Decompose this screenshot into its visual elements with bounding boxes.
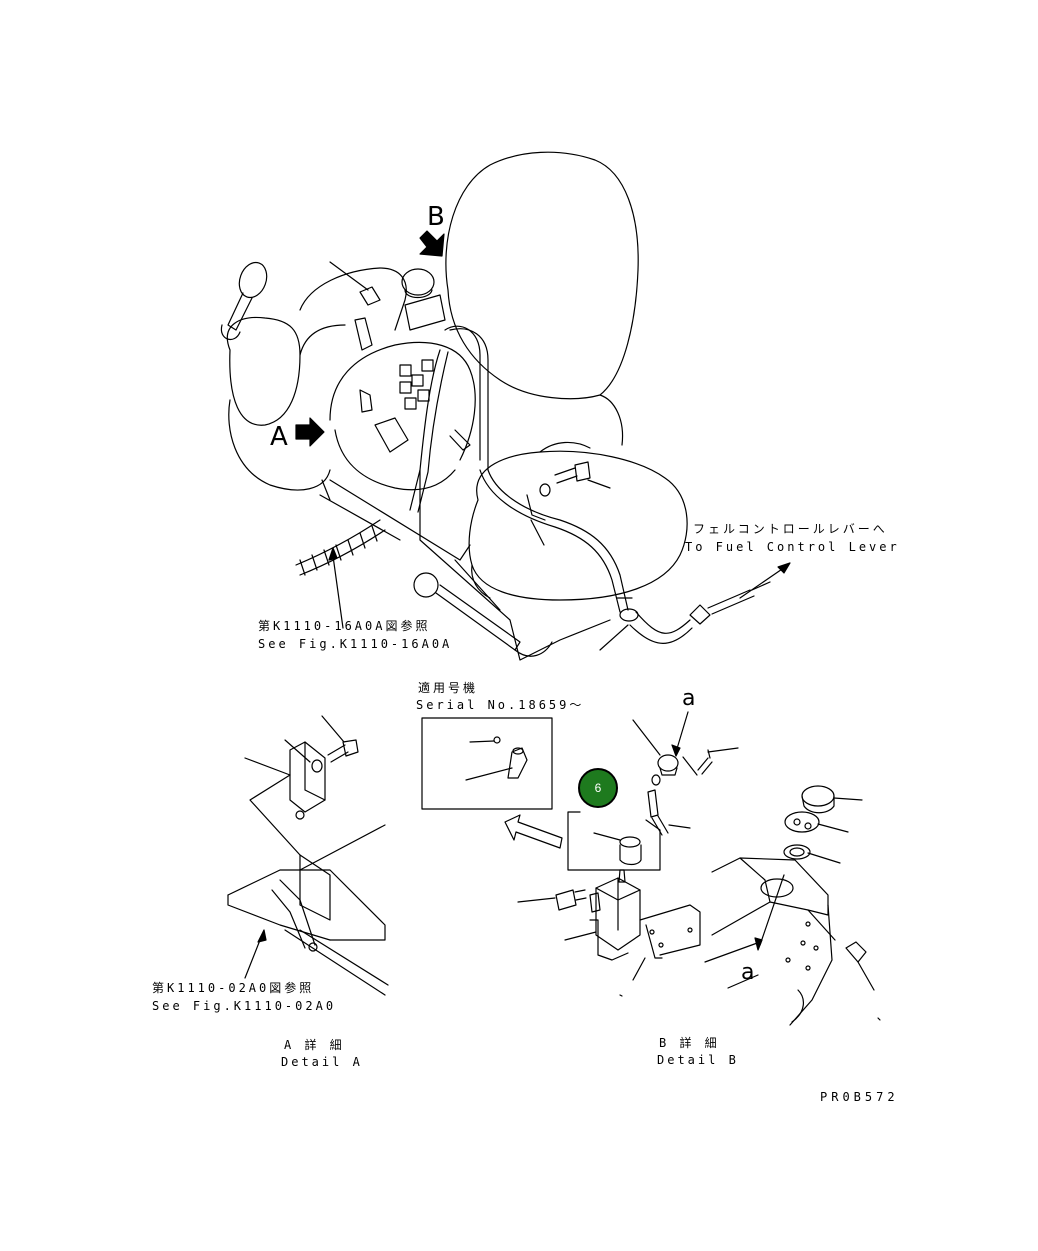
ref-fig-top-jp: 第K1110-16A0A図参照 — [258, 619, 431, 633]
serial-note-en: Serial No.18659～ — [416, 698, 585, 712]
detail-b-drawing — [505, 712, 880, 1025]
control-console — [227, 268, 628, 612]
top-fasteners — [527, 462, 770, 643]
ref-fig-bottom-jp: 第K1110-02A0図参照 — [152, 981, 315, 995]
view-letter-a-lower-bottom: a — [741, 960, 755, 985]
view-letter-b: B — [427, 202, 445, 232]
wiring-harness — [296, 269, 470, 575]
detail-a-drawing — [228, 716, 388, 995]
fuel-note-en: To Fuel Control Lever — [685, 540, 900, 554]
view-arrow-a — [296, 418, 324, 446]
serial-note-jp: 適用号機 — [418, 681, 479, 695]
detail-a-title-jp: A 詳 細 — [284, 1038, 345, 1052]
fuel-note-jp: フェルコントロールレバーへ — [693, 522, 888, 536]
serial-inset — [422, 718, 552, 809]
leader-lines-top — [329, 262, 790, 650]
detail-a-title-en: Detail A — [281, 1055, 363, 1069]
ref-fig-bottom-en: See Fig.K1110-02A0 — [152, 999, 337, 1013]
ref-fig-top-en: See Fig.K1110-16A0A — [258, 637, 453, 651]
callout-6-marker[interactable]: 6 — [578, 768, 618, 808]
view-arrow-b — [420, 231, 444, 256]
view-letter-a: A — [270, 422, 288, 452]
control-lever — [221, 259, 271, 340]
seat-assembly — [320, 152, 687, 660]
detail-b-title-en: Detail B — [657, 1053, 739, 1067]
detail-b-title-jp: B 詳 細 — [659, 1036, 720, 1050]
drawing-code: PR0B572 — [820, 1090, 899, 1104]
view-letter-a-lower-top: a — [682, 686, 696, 711]
joystick-lever — [414, 573, 552, 656]
